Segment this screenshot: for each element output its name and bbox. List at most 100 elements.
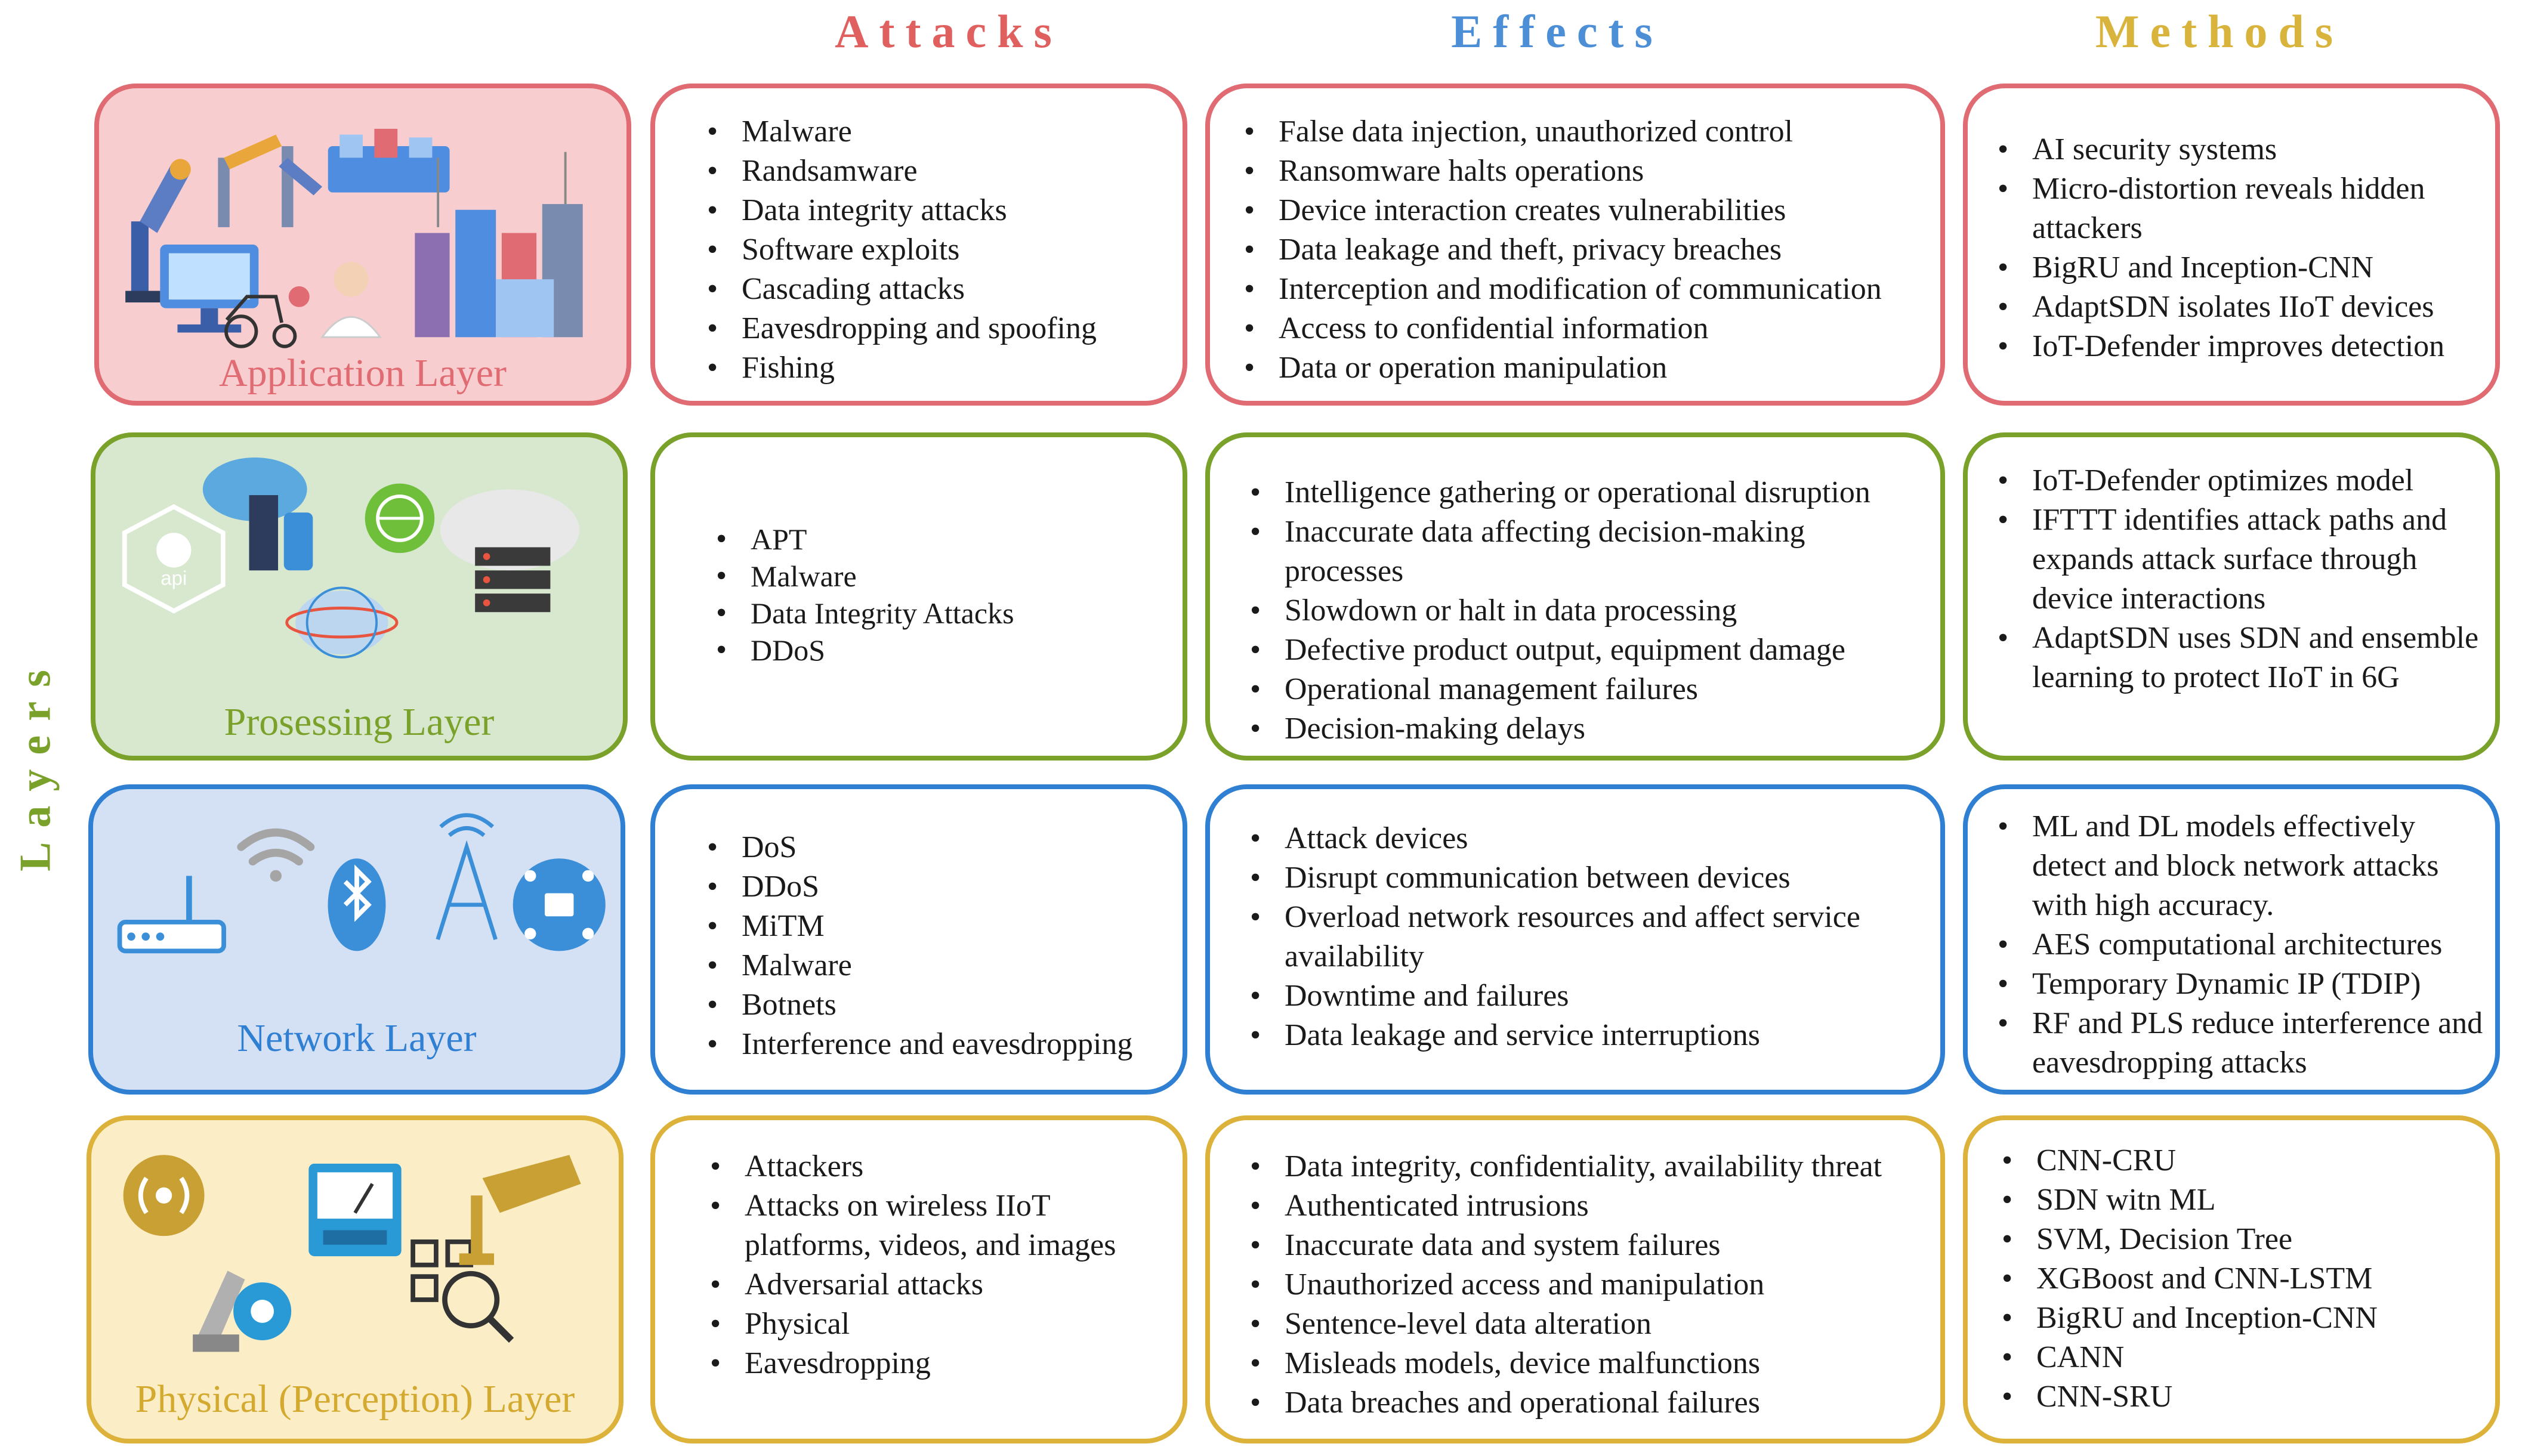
list-item: Malware [700,112,1097,152]
application-attacks-list: Malware Randsamware Data integrity attac… [700,112,1097,388]
list-item: Data leakage and theft, privacy breaches [1237,230,1882,270]
list-item: Data or operation manipulation [1237,348,1882,388]
list-item: Access to confidential information [1237,309,1882,348]
factory-icon [328,128,450,193]
list-item: BigRU and Inception-CNN [1995,1299,2378,1338]
physical-methods-box: CNN-CRU SDN witn ML SVM, Decision Tree X… [1963,1115,2500,1443]
network-methods-list: ML and DL models effectively detect and … [1990,807,2486,1083]
list-item: Downtime and failures [1243,976,1917,1016]
list-item: Intelligence gathering or operational di… [1243,473,1929,512]
list-item: Disrupt communication between devices [1243,858,1917,898]
network-effects-list: Attack devices Disrupt communication bet… [1243,819,1917,1055]
list-item: Adversarial attacks [703,1265,1168,1304]
physical-layer-box: Physical (Perception) Layer [87,1115,623,1443]
robot-gear-icon [193,1270,292,1352]
svg-text:api: api [160,567,187,589]
application-methods-box: AI security systems Micro-distortion rev… [1963,84,2500,406]
list-item: DDoS [700,867,1132,907]
network-attacks-list: DoS DDoS MiTM Malware Botnets Interferen… [700,828,1132,1064]
attacks-header: Attacks [835,5,1063,57]
list-item: AI security systems [1990,130,2486,169]
list-item: Misleads models, device malfunctions [1243,1344,1882,1383]
wireless-sensor-icon [123,1155,205,1236]
methods-header: Methods [2095,5,2344,57]
list-item: Malware [709,558,1014,595]
api-icon: api [122,504,226,614]
data-sphere-icon [285,586,399,659]
application-illustration [125,128,583,348]
list-item: APT [709,521,1014,558]
robot-arms-top [218,134,323,227]
list-item: False data injection, unauthorized contr… [1237,112,1882,152]
application-layer-label: Application Layer [219,351,507,395]
application-layer-box: Application Layer [94,84,631,406]
physical-effects-list: Data integrity, confidentiality, availab… [1243,1147,1882,1423]
list-item: Software exploits [700,230,1097,270]
tractor-icon [224,295,297,348]
globe-icon [365,483,435,554]
list-item: DDoS [709,632,1014,669]
list-item: Interception and modification of communi… [1237,270,1882,309]
physical-illustration [123,1155,581,1352]
list-item: Interference and eavesdropping [700,1025,1132,1064]
list-item: Attack devices [1243,819,1917,858]
list-item: Data leakage and service interruptions [1243,1016,1917,1055]
list-item: Defective product output, equipment dama… [1243,630,1929,670]
list-item: Malware [700,946,1132,985]
physical-attacks-list: Attackers Attacks on wireless IIoT platf… [703,1147,1168,1383]
robot-arm-icon [125,159,191,303]
list-item: Randsamware [700,152,1097,191]
router-icon [117,876,226,954]
physical-attacks-box: Attackers Attacks on wireless IIoT platf… [650,1115,1187,1443]
list-item: Fishing [700,348,1097,388]
network-attacks-box: DoS DDoS MiTM Malware Botnets Interferen… [650,784,1187,1095]
wifi-icon [237,828,315,882]
doctor-icon [288,262,382,338]
processing-layer-box: api Prosessing Layer [91,432,628,761]
list-item: Eavesdropping and spoofing [700,309,1097,348]
list-item: SDN witn ML [1995,1180,2378,1220]
security-camera-icon [459,1155,581,1265]
application-attacks-box: Malware Randsamware Data integrity attac… [650,84,1187,406]
list-item: Physical [703,1304,1168,1344]
list-item: BigRU and Inception-CNN [1990,248,2486,288]
list-item: AdaptSDN uses SDN and ensemble learning … [1990,619,2486,697]
list-item: Temporary Dynamic IP (TDIP) [1990,965,2486,1004]
list-item: AES computational architectures [1990,925,2486,965]
list-item: Overload network resources and affect se… [1243,898,1917,976]
processing-methods-box: IoT-Defender optimizes model IFTTT ident… [1963,432,2500,761]
application-effects-box: False data injection, unauthorized contr… [1205,84,1945,406]
processing-illustration: api [122,457,579,659]
list-item: Authenticated intrusions [1243,1186,1882,1226]
network-methods-box: ML and DL models effectively detect and … [1963,784,2500,1095]
computer-icon [160,245,259,333]
list-item: Inaccurate data and system failures [1243,1226,1882,1265]
application-methods-list: AI security systems Micro-distortion rev… [1990,130,2486,366]
list-item: RF and PLS reduce interference and eaves… [1990,1004,2486,1083]
list-item: Inaccurate data affecting decision-makin… [1243,512,1929,591]
layers-side-title: Layers [11,656,60,871]
network-effects-box: Attack devices Disrupt communication bet… [1205,784,1945,1095]
list-item: DoS [700,828,1132,867]
processing-effects-list: Intelligence gathering or operational di… [1243,473,1929,749]
list-item: Slowdown or halt in data processing [1243,591,1929,630]
antenna-tower-icon [436,813,498,941]
network-layer-label: Network Layer [237,1016,477,1060]
list-item: Operational management failures [1243,670,1929,709]
list-item: Decision-making delays [1243,709,1929,749]
list-item: MiTM [700,907,1132,946]
list-item: ML and DL models effectively detect and … [1990,807,2486,925]
list-item: IFTTT identifies attack paths and expand… [1990,500,2486,619]
physical-layer-label: Physical (Perception) Layer [135,1377,575,1421]
list-item: Sentence-level data alteration [1243,1304,1882,1344]
list-item: CNN-CRU [1995,1141,2378,1180]
list-item: Botnets [700,985,1132,1025]
processing-attacks-box: APT Malware Data Integrity Attacks DDoS [650,432,1187,761]
list-item: Attacks on wireless IIoT platforms, vide… [703,1186,1168,1265]
list-item: Attackers [703,1147,1168,1186]
application-effects-list: False data injection, unauthorized contr… [1237,112,1882,388]
list-item: Device interaction creates vulnerabiliti… [1237,191,1882,230]
list-item: Unauthorized access and manipulation [1243,1265,1882,1304]
network-hub-icon [513,858,606,951]
effects-header: Effects [1451,5,1663,57]
